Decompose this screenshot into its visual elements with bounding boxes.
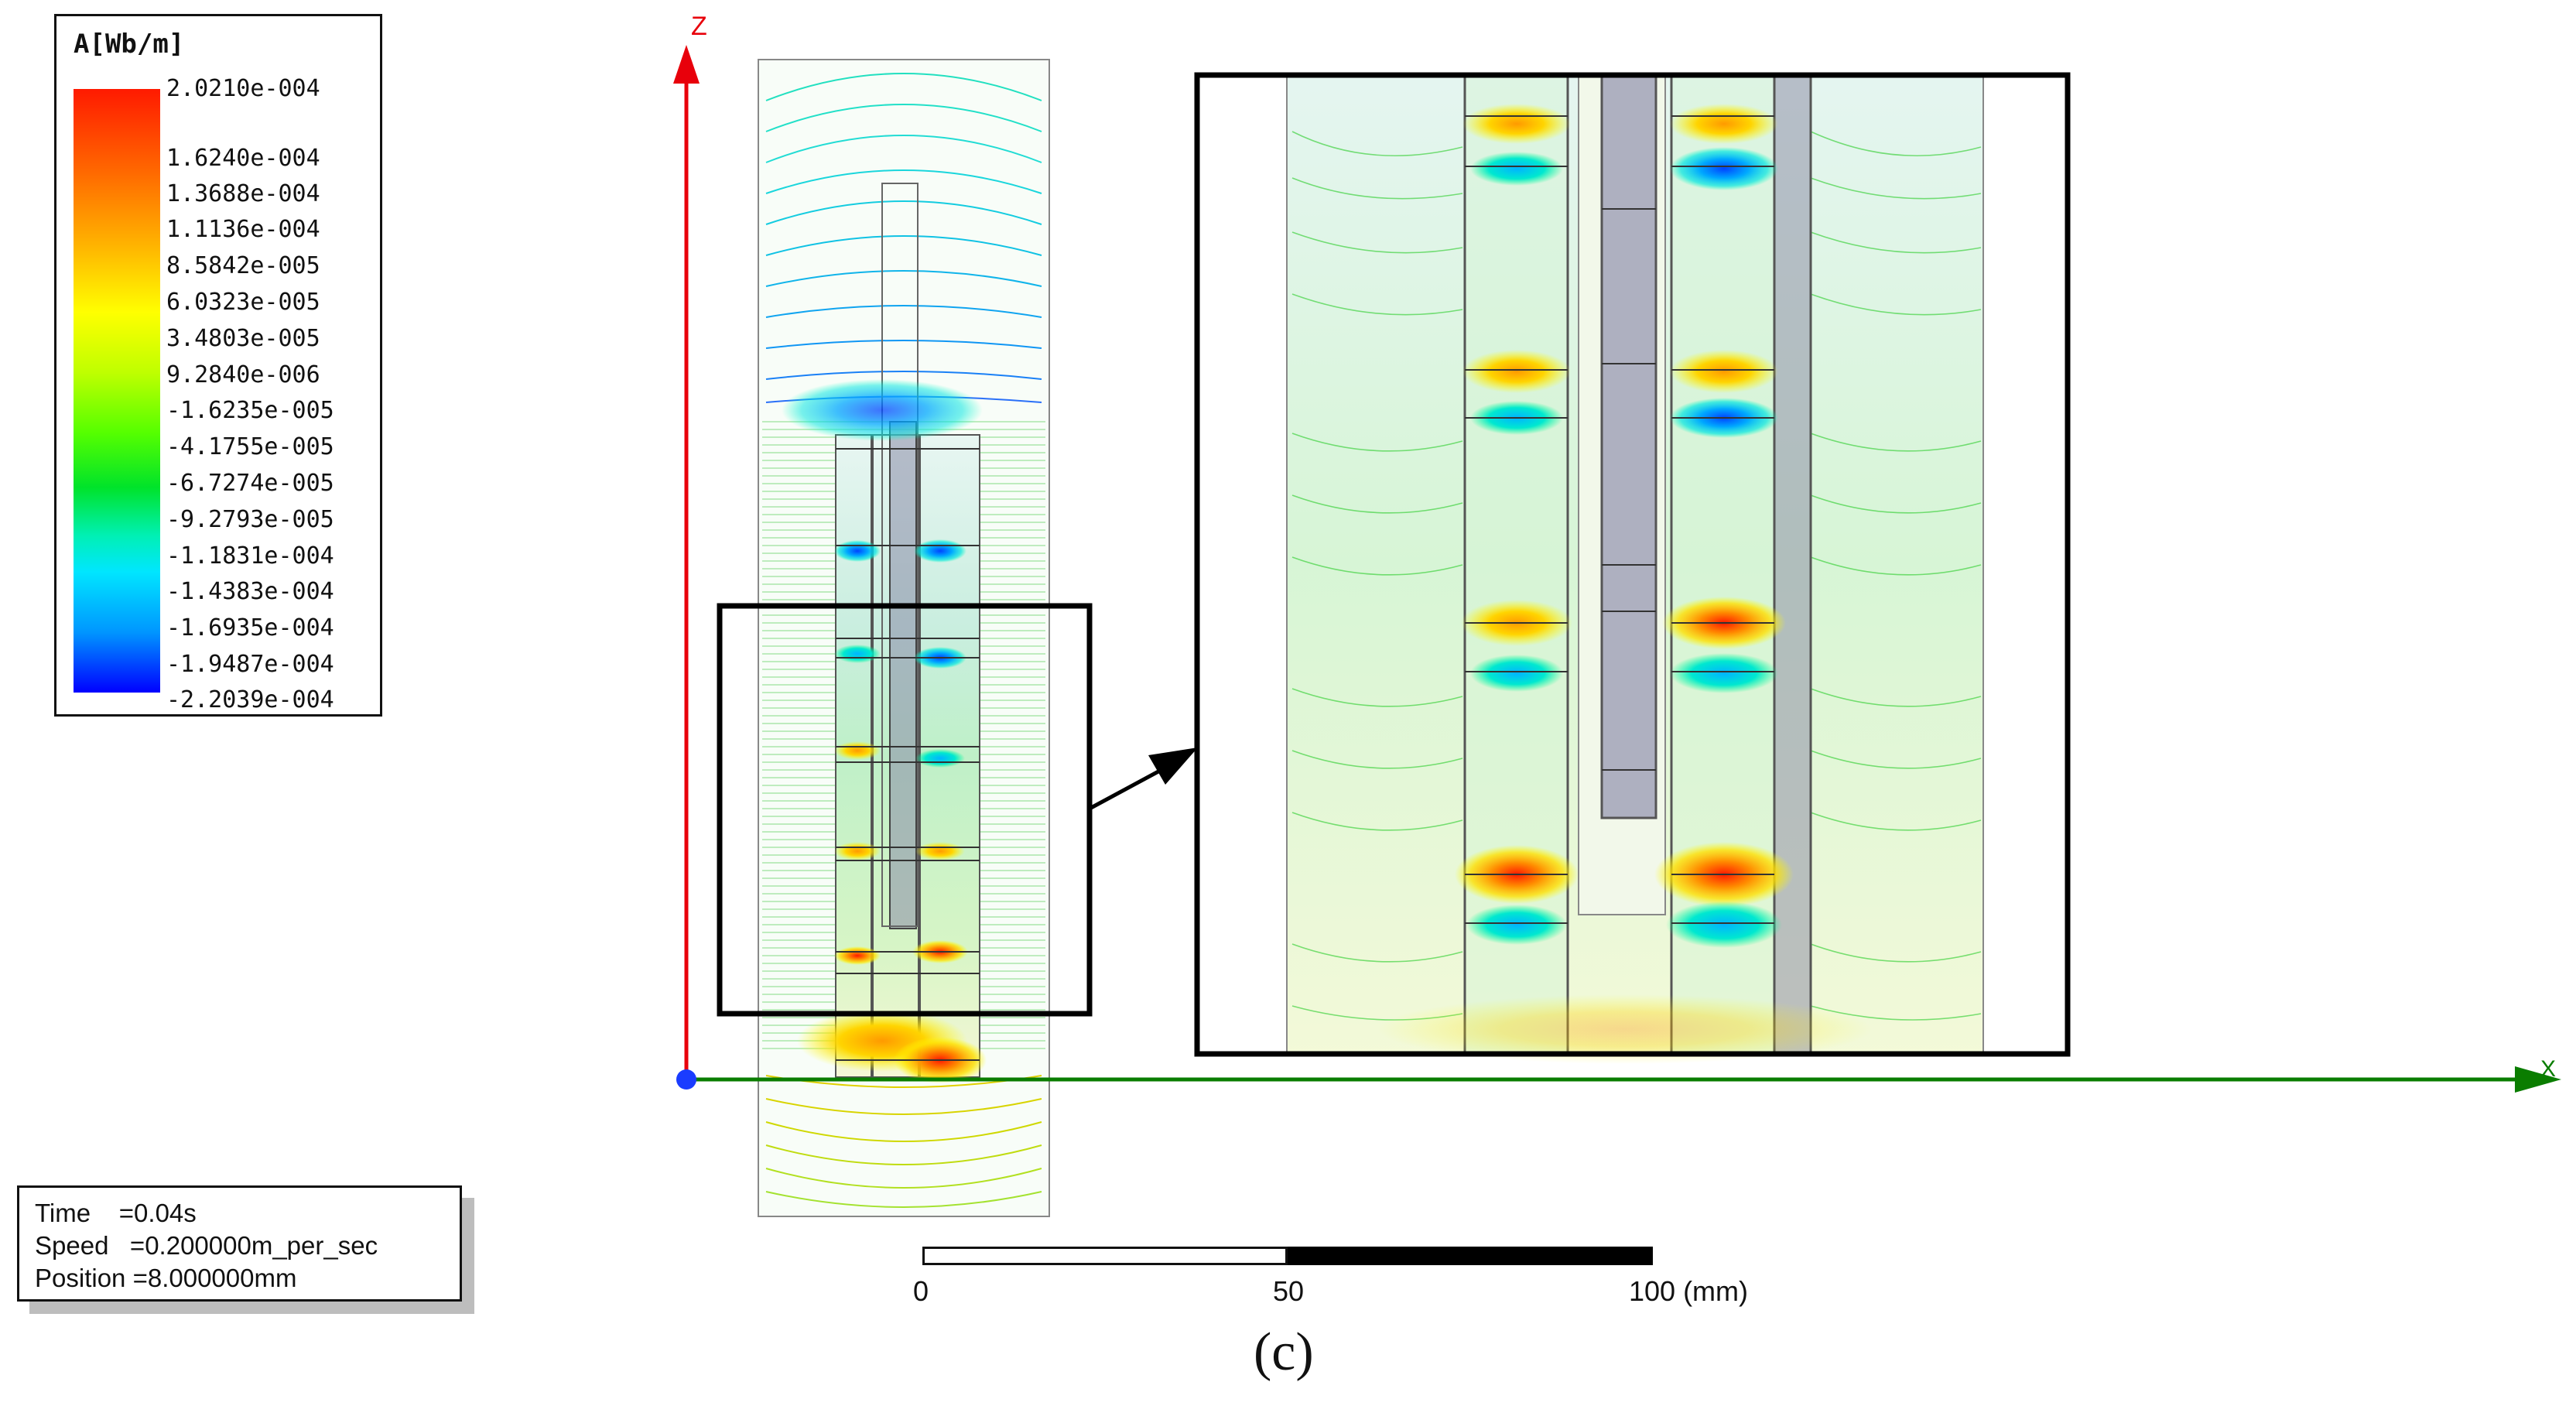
time-readout: Time =0.04s <box>35 1199 197 1227</box>
legend-tick: 3.4803e-005 <box>166 325 320 352</box>
z-axis-label: Z <box>691 12 707 41</box>
legend-color-bar <box>74 89 160 693</box>
origin-icon <box>676 1069 696 1090</box>
scale-bar-black <box>1288 1247 1653 1265</box>
scale-label-0: 0 <box>913 1275 929 1307</box>
x-axis-arrow <box>2515 1066 2561 1093</box>
legend-tick: -6.7274e-005 <box>166 470 334 497</box>
legend-tick: -1.1831e-004 <box>166 542 334 570</box>
inset-segment-lines <box>1465 115 1774 924</box>
inset-right-bar <box>1773 74 1812 1055</box>
legend-tick: 2.0210e-004 <box>166 75 320 102</box>
arrow-icon <box>1148 747 1198 785</box>
legend-tick: 1.6240e-004 <box>166 145 320 172</box>
zoom-region-box <box>717 603 1093 1017</box>
legend-tick: 1.3688e-004 <box>166 180 320 207</box>
legend-tick: -9.2793e-005 <box>166 506 334 533</box>
legend-title: A[Wb/m] <box>74 29 185 60</box>
legend-tick: -1.6235e-005 <box>166 397 334 424</box>
scale-bar-white <box>922 1247 1288 1265</box>
inset-contours <box>1291 131 1982 1021</box>
legend-tick: -2.2039e-004 <box>166 686 334 713</box>
legend-tick: -1.9487e-004 <box>166 651 334 678</box>
simulation-info-box: Time =0.04s Speed =0.200000m_per_sec Pos… <box>17 1185 462 1302</box>
legend-tick: 9.2840e-006 <box>166 361 320 388</box>
legend-tick: -4.1755e-005 <box>166 433 334 460</box>
legend-tick: -1.4383e-004 <box>166 578 334 605</box>
inset-border <box>1194 72 2071 1057</box>
x-axis-label: X <box>2540 1056 2557 1082</box>
scale-label-50: 50 <box>1273 1275 1305 1307</box>
legend-tick: 6.0323e-005 <box>166 289 320 316</box>
legend-tick: 1.1136e-004 <box>166 216 320 243</box>
position-readout: Position =8.000000mm <box>35 1264 297 1292</box>
legend-tick: 8.5842e-005 <box>166 252 320 279</box>
arrow-icon <box>1088 764 1170 811</box>
mover-bar <box>889 421 917 929</box>
scale-label-100: 100 (mm) <box>1629 1275 1749 1307</box>
legend-tick: -1.6935e-004 <box>166 614 334 641</box>
segment-lines <box>836 448 980 1061</box>
inset-mover-bar <box>1600 74 1657 819</box>
color-legend: A[Wb/m] 2.0210e-004 1.6240e-004 1.3688e-… <box>54 14 382 717</box>
z-axis-arrow <box>673 45 700 84</box>
speed-readout: Speed =0.200000m_per_sec <box>35 1231 378 1260</box>
figure-caption: (c) <box>1254 1322 1314 1382</box>
